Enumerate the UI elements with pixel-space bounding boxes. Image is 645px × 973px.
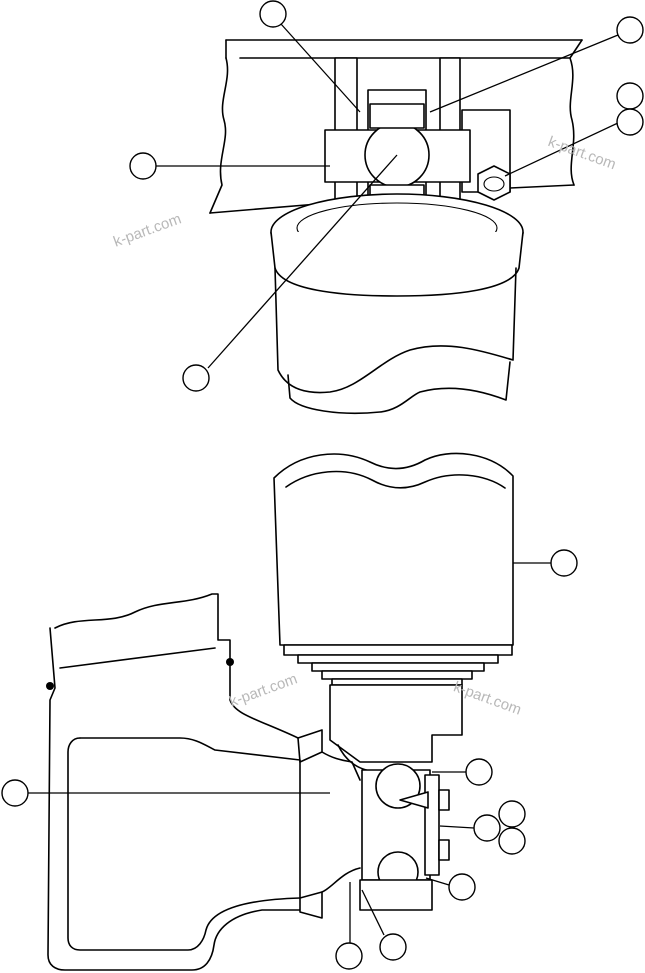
callout-circle [259, 0, 287, 28]
axle-housing [46, 593, 361, 971]
callout-circle [182, 364, 210, 392]
callout-circle [616, 82, 644, 110]
callout-circle [473, 814, 501, 842]
callout-circle [550, 549, 578, 577]
callout-circle [498, 800, 526, 828]
callout-circle [616, 16, 644, 44]
upper-cylinder [270, 193, 524, 415]
callout-circle [616, 108, 644, 136]
upper-frame [209, 39, 583, 214]
callout-circle [379, 933, 407, 961]
callout-circle [129, 152, 157, 180]
callout-circle [448, 873, 476, 901]
callout-circle [498, 827, 526, 855]
callout-circle [1, 779, 29, 807]
callout-circle [465, 758, 493, 786]
lower-bearing [359, 763, 450, 911]
lower-cylinder [273, 452, 514, 686]
leader-lines [28, 23, 621, 943]
lower-knuckle [329, 684, 463, 773]
callout-circle [335, 942, 363, 970]
hex-nut [477, 165, 511, 201]
